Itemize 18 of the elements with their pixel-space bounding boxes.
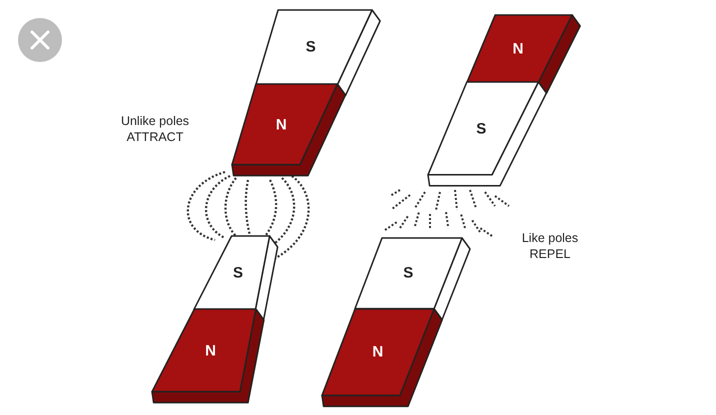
caption-text: Like poles REPEL <box>520 230 580 262</box>
magnet-pole <box>256 10 380 96</box>
magnet-pole <box>232 84 346 176</box>
pole-letter: N <box>512 40 524 58</box>
magnet-pole <box>322 308 442 406</box>
magnet-pole <box>428 82 546 186</box>
caption-text: Unlike poles ATTRACT <box>120 113 190 145</box>
magnet-pole <box>466 15 580 94</box>
pole-letter: S <box>306 38 316 56</box>
magnet-pole <box>152 309 264 403</box>
pole-letter: S <box>233 264 244 282</box>
pole-letter: N <box>205 342 216 360</box>
pole-letter: S <box>476 120 486 138</box>
magnet-pole <box>355 238 470 320</box>
pole-letter: N <box>372 343 384 360</box>
pole-letter: N <box>276 116 287 134</box>
pole-letter: S <box>403 264 414 282</box>
magnet-pole <box>194 236 278 320</box>
